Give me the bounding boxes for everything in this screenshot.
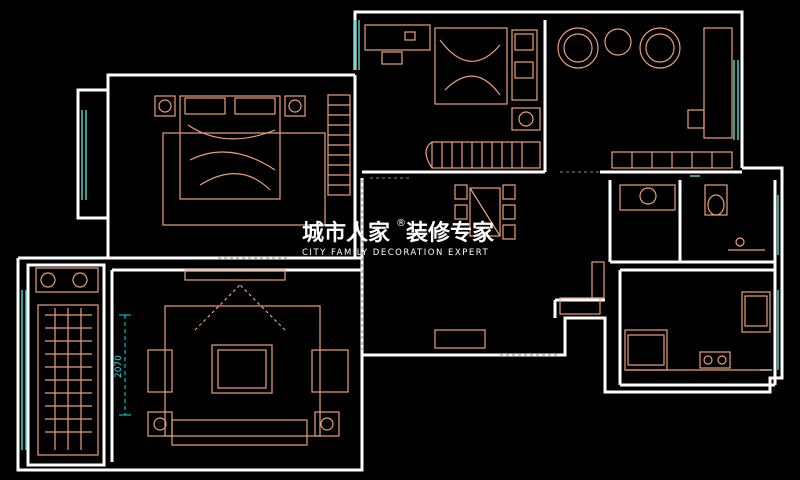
bathroom bbox=[619, 184, 765, 251]
dining-table bbox=[454, 184, 516, 240]
balcony bbox=[35, 267, 99, 456]
furniture bbox=[35, 24, 771, 456]
watermark-slogan: 装修专家 bbox=[406, 220, 495, 246]
watermark-brand: 城市人家 bbox=[302, 220, 391, 246]
kitchen bbox=[559, 261, 771, 371]
study-room bbox=[557, 27, 733, 169]
entry-cabinet bbox=[434, 329, 486, 349]
living-room bbox=[147, 269, 349, 446]
second-bedroom bbox=[364, 24, 541, 169]
watermark-english: CITY FAMILY DECORATION EXPERT bbox=[302, 248, 489, 258]
master-bedroom bbox=[154, 94, 351, 226]
walls bbox=[16, 10, 784, 472]
dimension-label: 2070 bbox=[114, 355, 124, 378]
door-openings bbox=[218, 171, 600, 356]
watermark: 城市人家 ® 装修专家 CITY FAMILY DECORATION EXPER… bbox=[302, 218, 495, 258]
dimension-line bbox=[119, 314, 131, 416]
watermark-registered-mark: ® bbox=[396, 218, 406, 229]
windows bbox=[21, 20, 779, 450]
